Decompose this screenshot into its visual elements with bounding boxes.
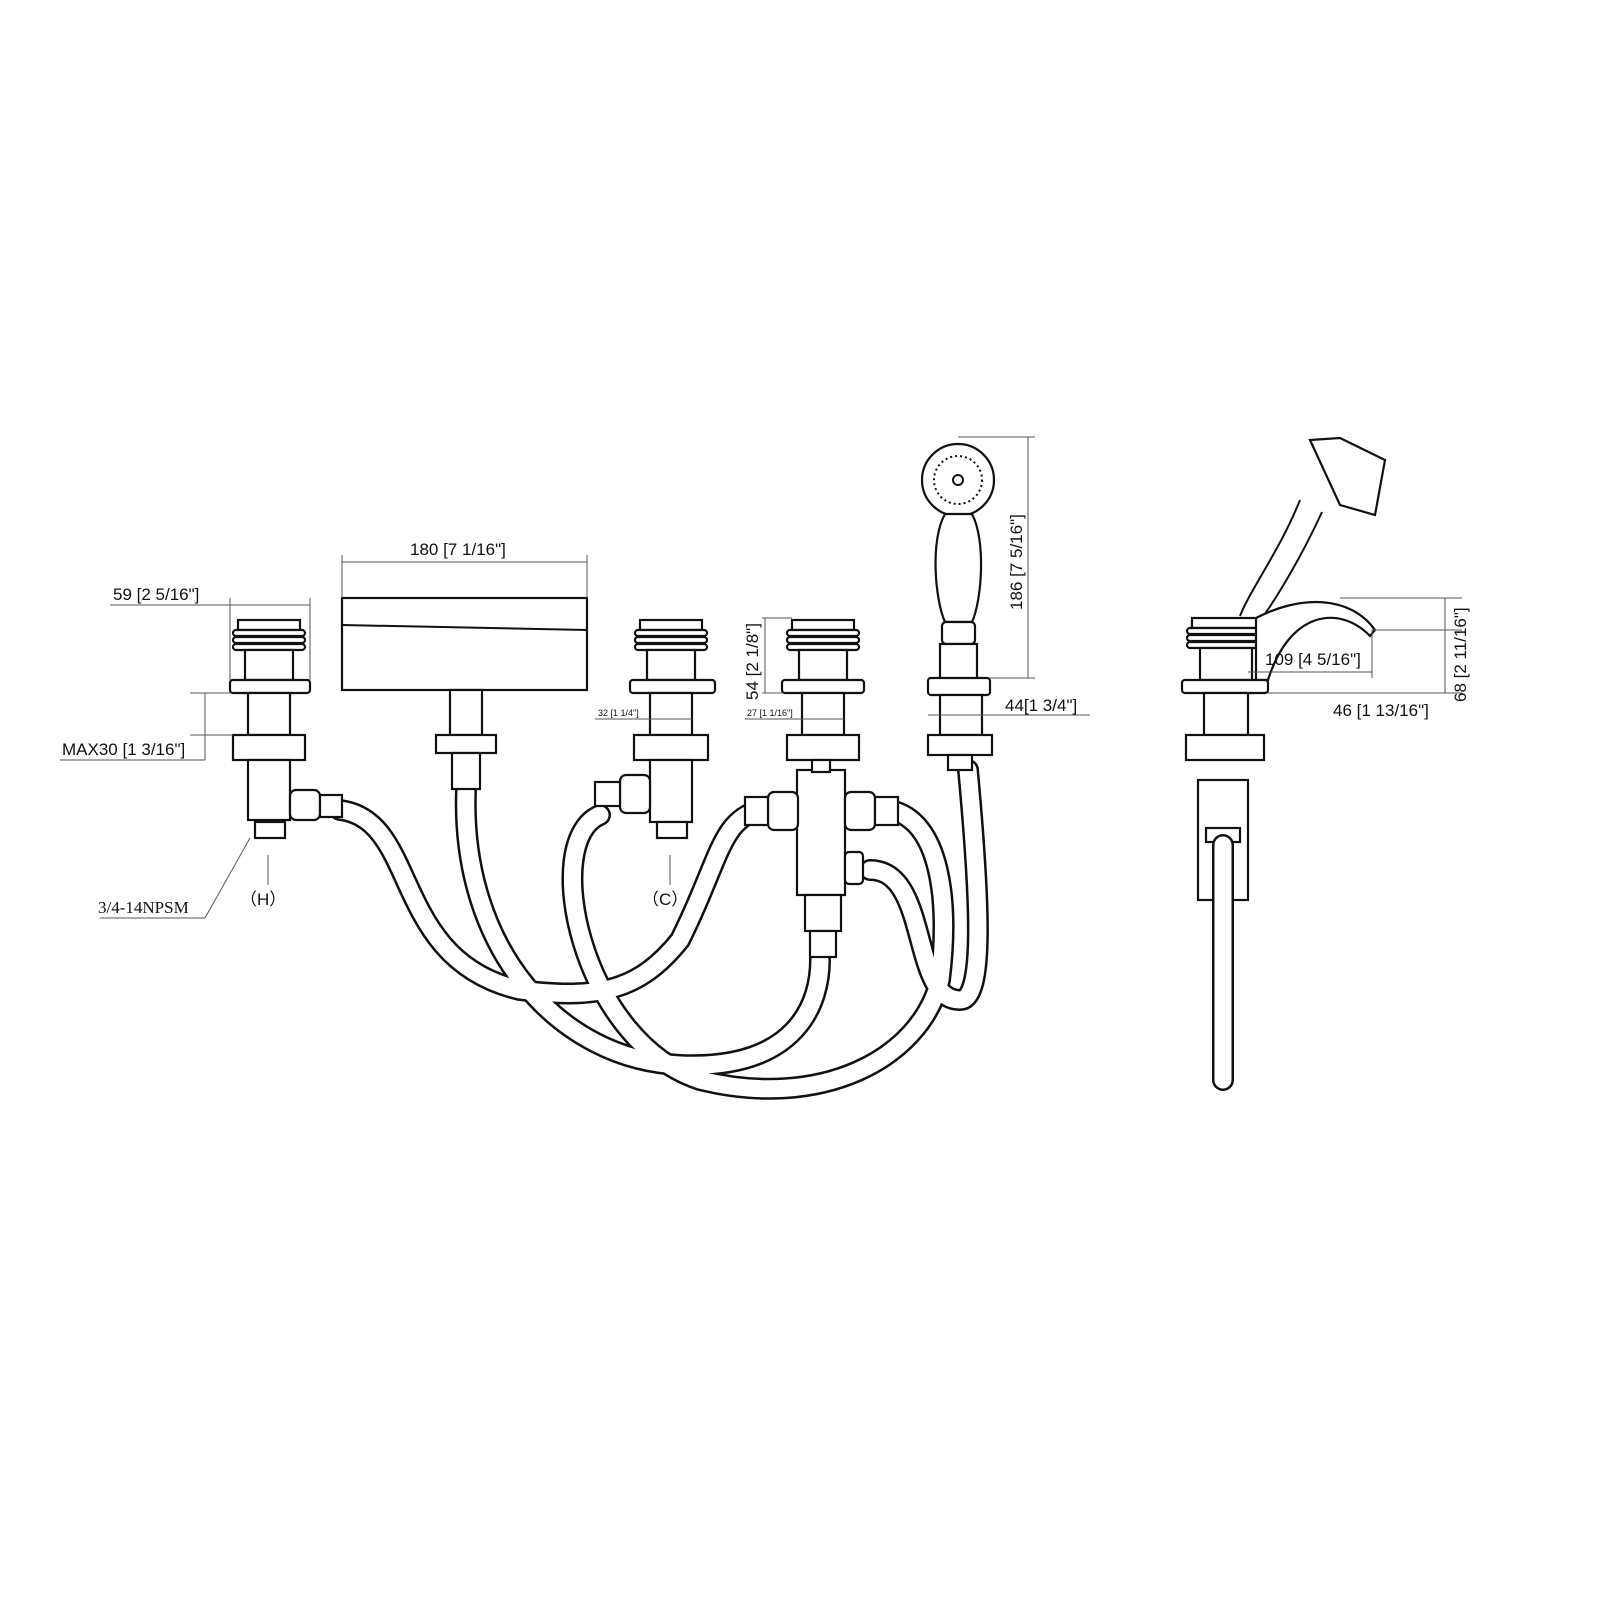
handle-height-label: 54 [2 1/8"] <box>743 623 762 700</box>
diverter-valve <box>743 618 900 959</box>
stem-dia-label: 27 [1 1/16"] <box>747 708 793 718</box>
side-view <box>1180 436 1387 1091</box>
dimension-lines <box>60 436 1462 919</box>
shank-dia-label: 32 [1 1/4"] <box>598 708 639 718</box>
hot-valve <box>228 618 344 840</box>
spout <box>340 596 589 791</box>
hoses <box>329 759 989 1100</box>
dimension-labels: 59 [2 5/16"] 180 [7 1/16"] MAX30 [1 3/16… <box>62 514 1470 917</box>
hot-label: （H） <box>240 890 286 909</box>
spout-height-label: 68 [2 11/16"] <box>1451 607 1470 702</box>
valve-width-label: 59 [2 5/16"] <box>113 585 199 604</box>
handshower <box>920 442 996 772</box>
spout-width-label: 180 [7 1/16"] <box>410 540 506 559</box>
cold-label: （C） <box>642 890 688 909</box>
thread-label: 3/4-14NPSM <box>98 898 189 917</box>
spout-reach-label: 109 [4 5/16"] <box>1265 650 1361 669</box>
side-base-label: 46 [1 13/16"] <box>1333 701 1429 720</box>
max-deck-label: MAX30 [1 3/16"] <box>62 740 185 759</box>
handshower-base-label: 44[1 3/4"] <box>1005 696 1077 715</box>
handshower-height-label: 186 [7 5/16"] <box>1007 514 1026 610</box>
cold-valve <box>593 618 717 840</box>
